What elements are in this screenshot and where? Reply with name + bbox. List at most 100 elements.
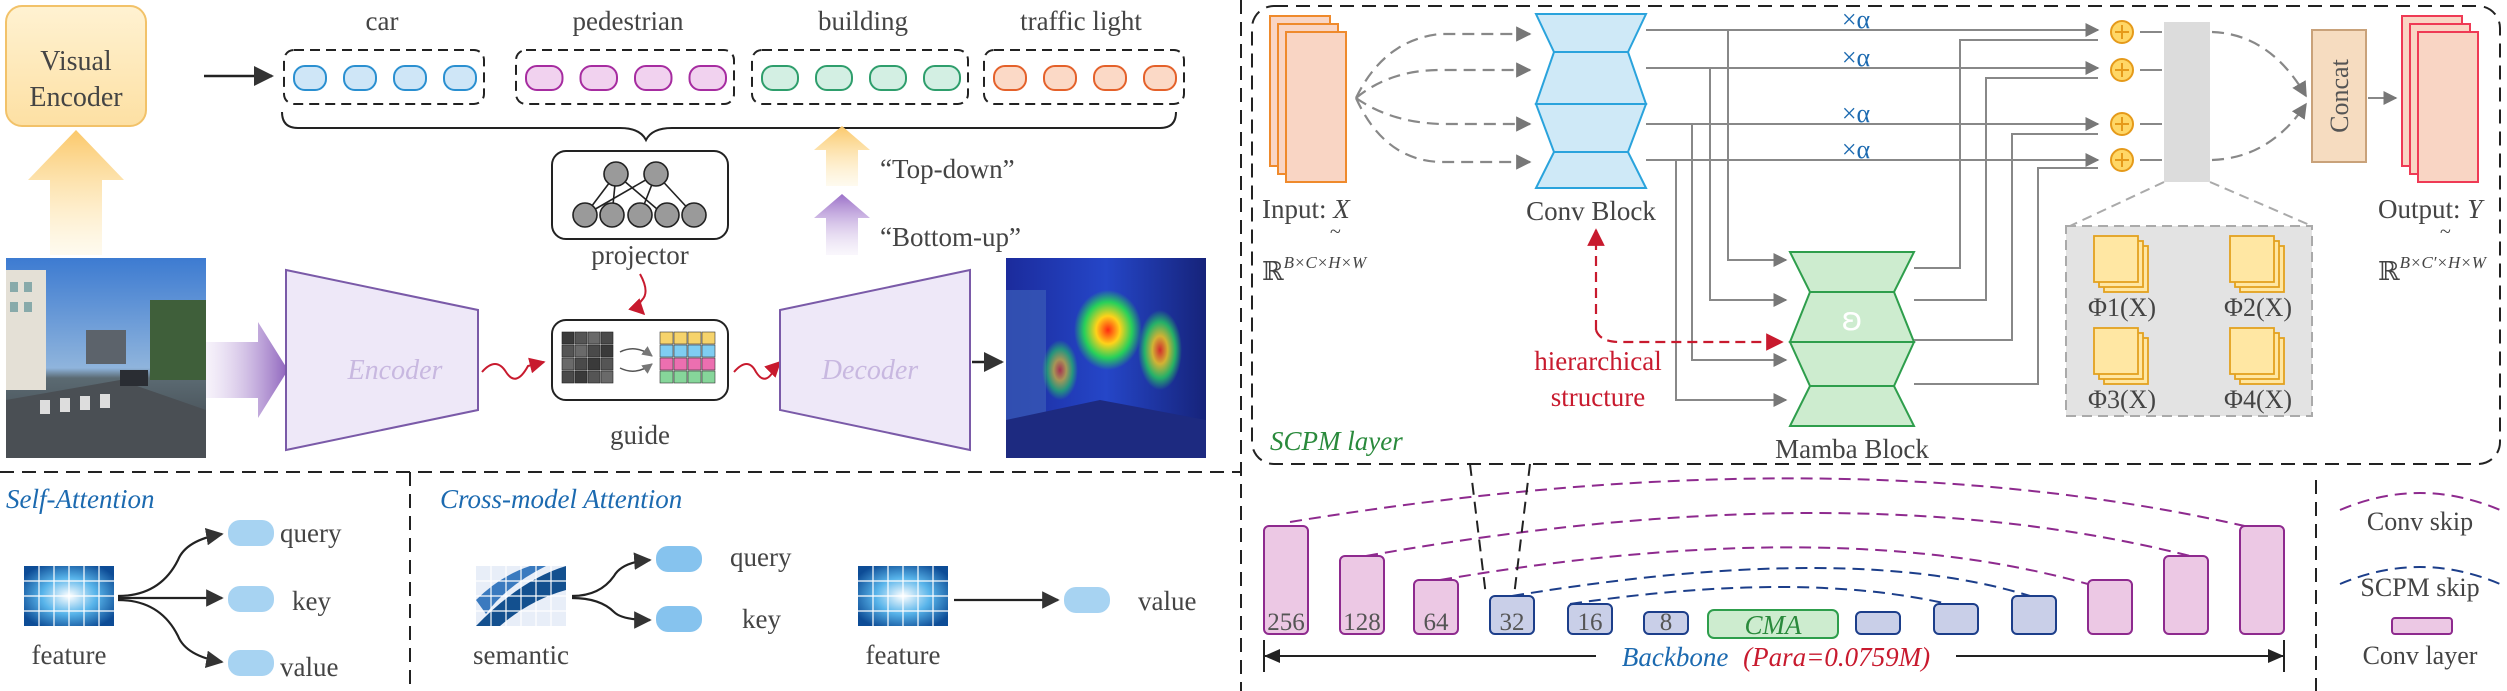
category-brace <box>281 111 1177 143</box>
arrow-semantic-to-query <box>571 552 652 598</box>
output-label: Output: Y <box>2378 194 2485 224</box>
query-token <box>228 520 274 546</box>
channel-label: 16 <box>1578 609 1603 636</box>
arrow-to-value <box>117 598 224 669</box>
projector-to-guide-arrow <box>628 273 647 316</box>
token-group-car <box>283 49 485 105</box>
encoder-to-guide-link <box>481 357 546 380</box>
guide-to-decoder-link <box>733 360 782 380</box>
scpm-zoom-lines <box>1469 463 1531 597</box>
snowflake-icon <box>162 12 182 34</box>
query-label: query <box>280 518 342 548</box>
category-label-car: car <box>366 6 399 36</box>
skip-connections <box>1289 477 2271 605</box>
phi-panel <box>2065 181 2313 417</box>
visual-encoder: Visual Encoder <box>5 5 182 127</box>
token <box>634 65 673 91</box>
token <box>923 65 961 91</box>
guide: guide <box>551 319 729 450</box>
token <box>1043 65 1077 91</box>
token-group-building <box>751 49 969 105</box>
value-token <box>228 650 274 676</box>
backbone-name: Backbone <box>1622 642 1728 672</box>
category-label-traffic-light: traffic light <box>1020 6 1142 36</box>
phi-labels: Φ1(X)Φ2(X)Φ3(X)Φ4(X) <box>2088 293 2292 414</box>
self-feature-map <box>24 566 114 626</box>
alpha-label-3: ×α <box>1842 99 1871 128</box>
cross-key-token <box>656 606 702 632</box>
projector: projector <box>551 150 729 270</box>
guide-label: guide <box>610 420 670 450</box>
token-group-pedestrian <box>515 49 735 105</box>
alpha-label-1: ×α <box>1842 5 1871 34</box>
hierarchical-label-1: hierarchical <box>1534 346 1661 376</box>
token-group-traffic-light <box>983 49 1185 105</box>
cross-key-label: key <box>742 604 781 634</box>
conv-to-mamba-links <box>1675 30 1788 407</box>
scpm-layer <box>1567 603 1613 635</box>
key-token <box>228 586 274 612</box>
concat-label: Concat <box>2325 58 2354 132</box>
input-tilde: ~ <box>1330 221 1341 243</box>
phi-label: Φ4(X) <box>2224 385 2292 414</box>
mamba-snake-icon: ʚ <box>1841 300 1862 338</box>
legend-conv-layer-swatch <box>2391 617 2453 635</box>
input-dashed-flows <box>1354 26 1532 170</box>
token <box>688 65 727 91</box>
scpm-layer <box>1855 611 1901 635</box>
legend-conv-layer-label: Conv layer <box>2363 641 2478 670</box>
backbone-arrow-right <box>2268 649 2284 663</box>
output-dim: ℝB×C′×H×W <box>2378 253 2488 286</box>
conv-layer <box>2239 525 2285 635</box>
encoder: Encoder <box>285 268 479 452</box>
hierarchical-label-2: structure <box>1551 382 1645 412</box>
token <box>579 65 618 91</box>
decoder: Decoder <box>779 268 971 452</box>
self-feature-label: feature <box>32 640 107 670</box>
alpha-label-2: ×α <box>1842 43 1871 72</box>
category-label-building: building <box>818 6 908 36</box>
legend-scpm-skip-line <box>2339 566 2501 585</box>
key-label: key <box>292 586 331 616</box>
backbone-label-bg <box>1596 640 1956 672</box>
token <box>525 65 564 91</box>
input-feature-stack <box>1269 15 1347 183</box>
self-attention-title: Self-Attention <box>6 484 154 514</box>
output-heatmap-image <box>1006 258 1206 458</box>
token <box>293 65 327 91</box>
up-arrow-yellow <box>28 130 124 255</box>
output-feature-stack <box>2401 15 2479 183</box>
channel-label: 32 <box>1500 609 1525 636</box>
input-label: Input: X <box>1262 194 1351 224</box>
visual-encoder-label-2: Encoder <box>29 82 123 113</box>
token <box>761 65 799 91</box>
concat-block: Concat <box>2311 29 2367 163</box>
image-to-encoder-arrow <box>206 322 288 418</box>
backbone-arrow-left <box>1264 649 1280 663</box>
semantic-label: semantic <box>473 640 569 670</box>
legend-scpm-skip-label: SCPM skip <box>2360 573 2479 602</box>
channel-label: 128 <box>1343 609 1381 636</box>
scpm-layer-box <box>1251 5 2501 465</box>
cross-attention-title: Cross-model Attention <box>440 484 682 514</box>
token <box>443 65 477 91</box>
backbone-layers <box>1263 525 2285 635</box>
scpm-layer <box>1933 603 1979 635</box>
channel-label: 8 <box>1660 609 1673 636</box>
cross-feature-label: feature <box>866 640 941 670</box>
output-tilde: ~ <box>2440 221 2451 243</box>
plus-to-column-links <box>2140 31 2162 161</box>
cma-label: CMA <box>1745 610 1803 640</box>
top-down-label: “Top-down” <box>880 154 1015 184</box>
scpm-layer-label: SCPM layer <box>1270 426 1403 456</box>
decoder-label: Decoder <box>821 355 919 386</box>
projector-label: projector <box>591 240 688 270</box>
phi-label: Φ3(X) <box>2088 385 2156 414</box>
cross-value-label: value <box>1138 586 1196 616</box>
token <box>993 65 1027 91</box>
token <box>869 65 907 91</box>
conv-layer <box>1339 555 1385 635</box>
value-label: value <box>280 652 338 682</box>
phi-label: Φ2(X) <box>2224 293 2292 322</box>
cross-value-token <box>1064 587 1110 613</box>
